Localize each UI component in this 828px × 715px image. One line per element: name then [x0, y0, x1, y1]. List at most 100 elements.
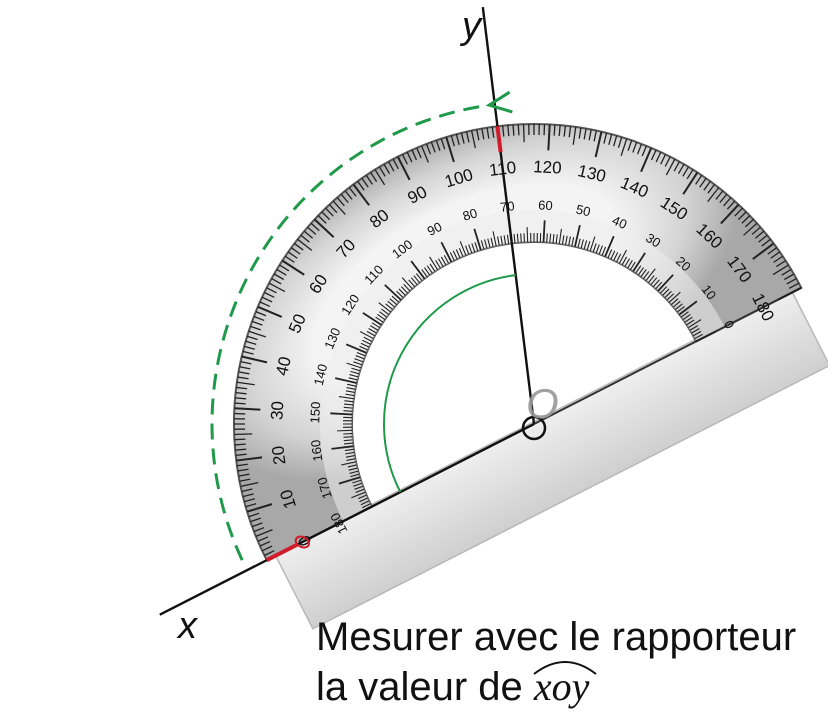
outer-tick [392, 158, 399, 170]
outer-tick [245, 340, 257, 345]
outer-tick [720, 203, 740, 225]
inner-tick [343, 416, 353, 419]
inner-scale-label: 80 [461, 205, 479, 224]
outer-tick [236, 386, 248, 390]
inner-tick [377, 313, 386, 321]
outer-tick [259, 301, 271, 308]
outer-tick [236, 463, 248, 467]
inner-tick [480, 240, 485, 250]
inner-tick [343, 406, 353, 409]
outer-tick [234, 428, 246, 430]
axis-x-label: x [176, 605, 199, 647]
outer-scale-label: 30 [267, 401, 287, 421]
inner-tick [613, 252, 619, 261]
inner-tick [694, 333, 703, 340]
inner-tick [595, 244, 600, 254]
ray-oy [481, 6, 536, 425]
inner-scale-label: 50 [575, 202, 592, 220]
outer-tick [547, 124, 551, 151]
outer-tick [752, 242, 775, 260]
outer-tick [235, 448, 247, 451]
inner-tick [536, 233, 538, 243]
outer-tick [370, 172, 378, 182]
inner-tick [335, 377, 357, 384]
outer-tick [543, 124, 546, 136]
inner-tick [586, 241, 591, 251]
inner-tick [471, 243, 476, 253]
outer-tick [238, 371, 250, 375]
outer-tick [786, 277, 797, 285]
outer-tick [758, 234, 768, 243]
inner-tick [413, 275, 420, 283]
inner-tick [688, 319, 702, 329]
inner-scale-label: 30 [643, 230, 663, 250]
inner-tick [359, 345, 368, 351]
inner-tick [455, 249, 461, 258]
outer-tick [425, 143, 432, 155]
outer-tick [251, 320, 263, 326]
outer-tick [572, 126, 577, 145]
inner-tick [362, 339, 371, 345]
inner-tick [345, 451, 355, 455]
inner-tick [348, 467, 358, 471]
outer-tick [416, 147, 422, 159]
inner-tick [650, 277, 658, 285]
outer-tick [242, 350, 254, 355]
angle-hat-icon [533, 661, 597, 675]
inner-tick [660, 286, 668, 294]
outer-tick [522, 124, 525, 143]
inner-tick [360, 342, 370, 348]
outer-tick [583, 128, 587, 140]
inner-tick [346, 362, 362, 369]
inner-tick [516, 233, 519, 243]
outer-tick [240, 481, 259, 488]
inner-tick [354, 358, 364, 363]
outer-tick [476, 129, 480, 141]
inner-tick [353, 482, 363, 487]
inner-tick [343, 426, 353, 428]
outer-tick [246, 335, 258, 341]
inner-tick [695, 330, 717, 343]
inner-tick [349, 374, 359, 378]
inner-scale-label: 160 [308, 439, 326, 462]
inner-tick [343, 439, 353, 442]
inner-tick [678, 300, 698, 316]
inner-tick [643, 271, 650, 279]
outer-tick [253, 315, 265, 322]
inner-tick [343, 420, 353, 422]
outer-tick [695, 174, 703, 185]
outer-tick [261, 545, 273, 552]
inner-tick [689, 325, 699, 331]
inner-tick [568, 236, 571, 246]
outer-tick [608, 134, 613, 146]
outer-tick [603, 132, 608, 144]
outer-tick [239, 366, 251, 370]
inner-tick [359, 497, 368, 503]
outer-tick [336, 197, 345, 207]
outer-tick [767, 247, 778, 255]
inner-tick [610, 250, 616, 260]
outer-tick [594, 131, 603, 158]
outer-tick [236, 456, 263, 462]
outer-tick [741, 215, 751, 224]
inner-tick [664, 290, 672, 298]
outer-tick [719, 193, 728, 204]
outer-tick [450, 135, 455, 147]
inner-tick [384, 284, 402, 301]
inner-tick [552, 233, 555, 244]
outer-tick [332, 200, 346, 215]
inner-tick [533, 232, 535, 242]
inner-tick [668, 291, 681, 303]
inner-tick [429, 263, 436, 272]
outer-tick [640, 147, 653, 173]
inner-tick [351, 367, 361, 372]
caption-prefix: la valeur de [316, 665, 534, 709]
inner-tick [452, 250, 458, 260]
outer-tick [703, 180, 711, 191]
inner-tick [627, 259, 633, 269]
inner-tick [503, 235, 507, 245]
inner-tick [356, 351, 366, 357]
center-hole [521, 415, 547, 441]
inner-tick [346, 387, 356, 390]
